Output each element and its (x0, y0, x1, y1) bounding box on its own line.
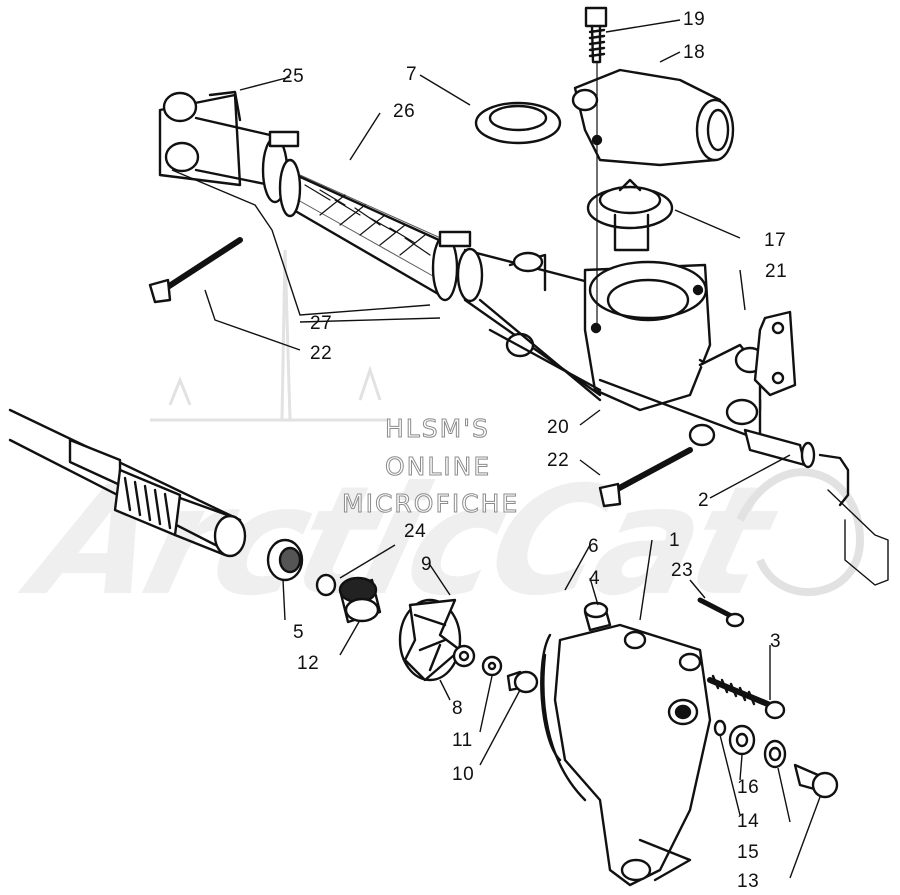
callout-5: 5 (293, 622, 305, 643)
leader-lines (171, 19, 821, 879)
watermark-castle (150, 249, 865, 596)
callout-8: 8 (452, 698, 464, 719)
callout-23: 25 (282, 66, 305, 87)
callout-10: 10 (452, 764, 475, 785)
part-4-spacer (583, 601, 612, 632)
part-3-bolt (707, 674, 786, 720)
main-pipe (456, 247, 602, 397)
part-7-seal (474, 101, 562, 145)
part-6-gasket (540, 633, 562, 762)
callout-20: 20 (547, 417, 570, 438)
callout-25: 27 (310, 313, 333, 334)
callout-22-lower: 22 (547, 450, 570, 471)
part-23-pipe-fitting (158, 90, 272, 187)
callout-12: 12 (297, 653, 320, 674)
part-27-circlip (315, 573, 337, 597)
part-11-washer (481, 655, 503, 677)
watermark-line-3: MICROFICHE (341, 489, 520, 519)
part-16-washer (728, 724, 756, 756)
part-8-washer (452, 644, 476, 668)
part-22-bolt-upper (148, 237, 243, 304)
part-5-bearing (266, 538, 304, 582)
part-9-impeller (398, 598, 462, 682)
part-13-drain-plug (793, 763, 839, 799)
part-1-pump-cover (542, 623, 712, 887)
callout-13: 13 (737, 871, 760, 892)
part-26-screw (697, 597, 745, 628)
drive-shaft (8, 408, 247, 558)
part-20-thermostat-housing (478, 260, 766, 447)
part-21-gasket (753, 310, 797, 397)
part-15-washer (763, 739, 787, 769)
callout-3: 3 (770, 631, 782, 652)
callout-27: 24 (404, 521, 427, 542)
callout-19: 19 (683, 9, 706, 30)
part-12-mechanical-seal (338, 576, 382, 624)
callout-17: 17 (764, 230, 787, 251)
callout-9: 9 (421, 554, 433, 575)
callout-7: 7 (406, 64, 418, 85)
part-17-thermostat (586, 178, 674, 252)
callout-21: 21 (765, 261, 788, 282)
part-24-hose (278, 158, 452, 297)
part-22-bolt-lower (598, 447, 693, 508)
callout-26: 23 (671, 560, 694, 581)
callout-16: 16 (737, 777, 760, 798)
part-18-outlet-elbow (571, 68, 735, 167)
parts-linework (8, 6, 889, 887)
callout-6: 6 (588, 536, 600, 557)
hose-clamp-right (431, 230, 472, 302)
callout-11: 11 (452, 730, 473, 751)
watermark-line-1: HLSM'S (385, 414, 490, 444)
watermark-line-2: ONLINE (384, 452, 492, 482)
callout-15: 15 (737, 842, 760, 863)
callout-14: 14 (737, 811, 760, 832)
callout-4: 4 (589, 568, 601, 589)
callout-2: 2 (698, 490, 710, 511)
callout-1: 1 (669, 530, 681, 551)
callout-18: 18 (683, 42, 706, 63)
part-19-bolt (584, 6, 608, 331)
part-10-bolt (506, 670, 539, 694)
part-14-o-ring (713, 719, 727, 737)
callout-22-upper: 22 (310, 343, 333, 364)
callout-24: 26 (393, 101, 416, 122)
part-2-sensor (743, 428, 889, 586)
